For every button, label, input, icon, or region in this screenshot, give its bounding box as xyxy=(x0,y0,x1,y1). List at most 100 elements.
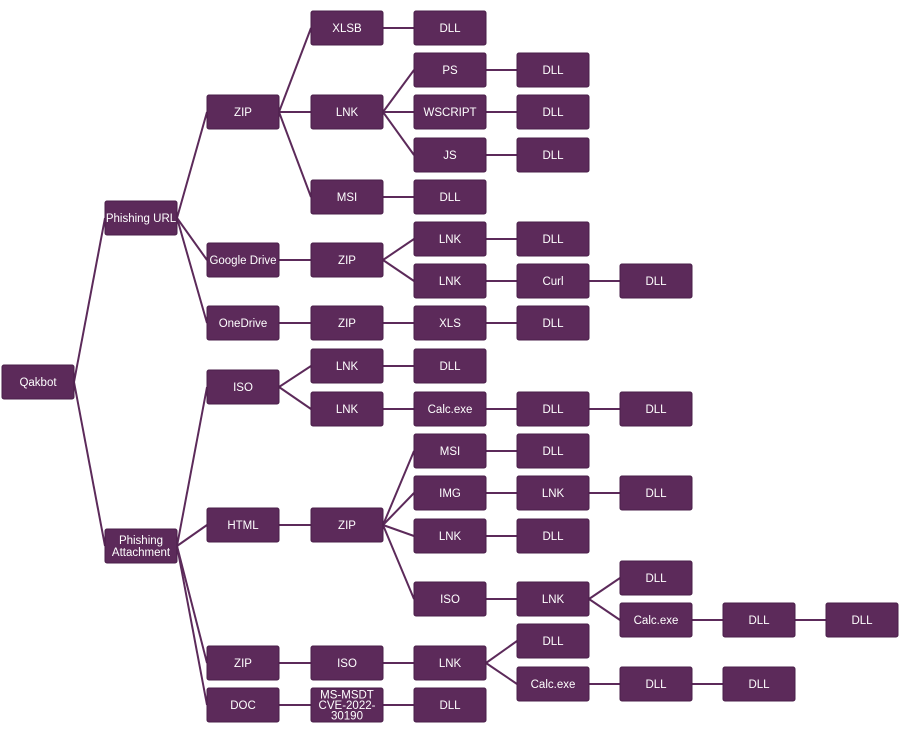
node-label: LNK xyxy=(439,234,462,246)
node-z-iso: ISO xyxy=(310,645,384,681)
edge-purl-to-u_onedrive xyxy=(176,217,208,324)
node-g-curl-dll: DLL xyxy=(619,263,693,299)
edge-a_iso-to-i_lnk2 xyxy=(278,386,312,410)
node-label: DLL xyxy=(542,404,564,416)
node-box xyxy=(516,581,590,617)
node-label: JS xyxy=(443,150,457,162)
node-box xyxy=(516,475,590,511)
node-label: Calc.exe xyxy=(634,615,679,627)
node-label: WSCRIPT xyxy=(423,107,476,119)
node-z-lnk-dll: DLL xyxy=(516,623,590,659)
node-u-onedrive: OneDrive xyxy=(206,305,280,341)
node-label: HTML xyxy=(227,520,259,532)
node-label: IMG xyxy=(439,488,461,500)
edge-patt-to-a_zip xyxy=(176,545,208,664)
node-box xyxy=(206,242,280,278)
node-box xyxy=(413,179,487,215)
node-box xyxy=(619,263,693,299)
node-box xyxy=(310,348,384,384)
node-label: DLL xyxy=(439,192,461,204)
node-box xyxy=(413,687,487,723)
edge-z_lnk-to-z_calc xyxy=(485,662,518,685)
node-box xyxy=(206,94,280,130)
node-label: ISO xyxy=(233,382,253,394)
node-box xyxy=(413,475,487,511)
node-label: DLL xyxy=(645,573,667,585)
node-box xyxy=(413,305,487,341)
edge-h_zip-to-h_iso xyxy=(382,524,415,600)
node-u-gdrive: Google Drive xyxy=(206,242,280,278)
node-box xyxy=(104,200,178,236)
node-box xyxy=(619,475,693,511)
node-label: Qakbot xyxy=(19,377,57,389)
node-label: ZIP xyxy=(234,107,252,119)
node-box xyxy=(310,242,384,278)
node-box xyxy=(206,369,280,405)
node-purl: Phishing URL xyxy=(104,200,178,236)
node-o-zip: ZIP xyxy=(310,305,384,341)
node-a-html: HTML xyxy=(206,507,280,543)
node-label: DLL xyxy=(748,615,770,627)
node-label: Phishing URL xyxy=(106,213,177,225)
node-g-curl: Curl xyxy=(516,263,590,299)
edge-h_zip-to-h_lnk xyxy=(382,524,415,537)
node-u-lnk: LNK xyxy=(310,94,384,130)
edge-h_zip-to-h_msi xyxy=(382,450,415,526)
node-label: Google Drive xyxy=(209,255,276,267)
edge-h_iso_lnk-to-h_iso_lnk_dll xyxy=(588,577,621,600)
node-label: DLL xyxy=(542,531,564,543)
node-box xyxy=(516,666,590,702)
node-u-js-dll: DLL xyxy=(516,137,590,173)
node-box xyxy=(206,645,280,681)
node-g-lnk1-dll: DLL xyxy=(516,221,590,257)
node-label: DLL xyxy=(439,23,461,35)
node-label: LNK xyxy=(542,594,565,606)
edge-a_iso-to-i_lnk1 xyxy=(278,365,312,388)
node-label: DLL xyxy=(748,679,770,691)
node-box xyxy=(310,179,384,215)
node-box xyxy=(310,10,384,46)
node-box xyxy=(413,433,487,469)
node-label: ZIP xyxy=(338,318,356,330)
edge-z_lnk-to-z_lnk_dll xyxy=(485,640,518,664)
node-a-doc: DOC xyxy=(206,687,280,723)
node-box xyxy=(516,623,590,659)
node-g-zip: ZIP xyxy=(310,242,384,278)
node-i-calc-dll2: DLL xyxy=(619,391,693,427)
node-box xyxy=(310,507,384,543)
node-box xyxy=(413,263,487,299)
node-label: DLL xyxy=(645,404,667,416)
node-h-iso-calc-dll1: DLL xyxy=(722,602,796,638)
node-box xyxy=(516,305,590,341)
node-box xyxy=(516,137,590,173)
node-label: ISO xyxy=(440,594,460,606)
node-box xyxy=(516,52,590,88)
node-label: DLL xyxy=(645,488,667,500)
node-label: LNK xyxy=(336,361,359,373)
node-label: DLL xyxy=(542,446,564,458)
edge-h_iso_lnk-to-h_iso_calc xyxy=(588,598,621,621)
node-label: DLL xyxy=(645,679,667,691)
node-label: ZIP xyxy=(338,255,356,267)
edge-u_zip-to-u_msi xyxy=(278,111,312,198)
edge-u_lnk-to-u_ps xyxy=(382,69,415,113)
node-box xyxy=(516,221,590,257)
node-h-iso-calc: Calc.exe xyxy=(619,602,693,638)
edge-patt-to-a_doc xyxy=(176,545,208,706)
edge-g_zip-to-g_lnk1 xyxy=(382,238,415,261)
node-box xyxy=(206,507,280,543)
edge-u_lnk-to-u_js xyxy=(382,111,415,156)
node-u-ps-dll: DLL xyxy=(516,52,590,88)
node-o-xls: XLS xyxy=(413,305,487,341)
node-label: MSI xyxy=(440,446,460,458)
node-u-msi: MSI xyxy=(310,179,384,215)
node-box xyxy=(104,528,178,564)
node-label: DLL xyxy=(851,615,873,627)
node-h-img: IMG xyxy=(413,475,487,511)
node-u-ps: PS xyxy=(413,52,487,88)
